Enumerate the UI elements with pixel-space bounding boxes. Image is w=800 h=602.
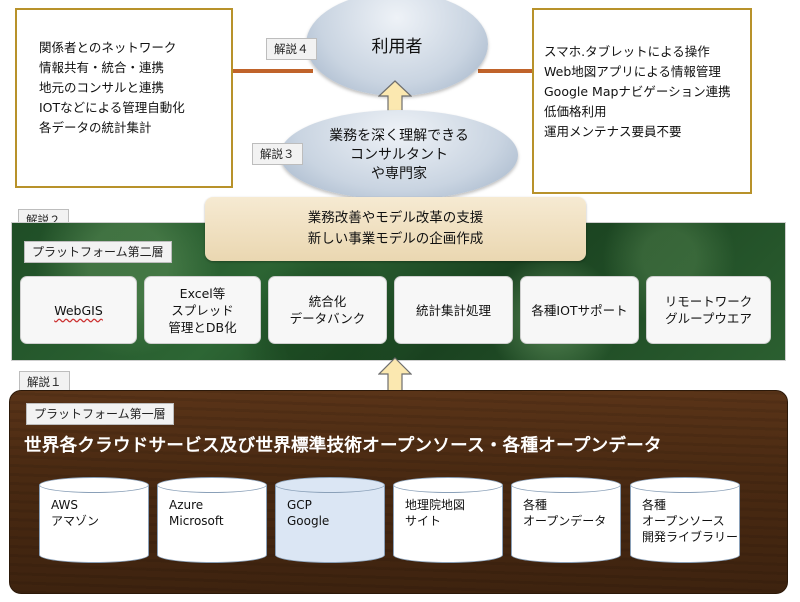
- support-line: 業務改善やモデル改革の支援: [307, 210, 484, 226]
- database-aws: AWS アマゾン: [39, 477, 149, 563]
- consultants-label: 業務を深く理解できる コンサルタント や専門家: [329, 127, 469, 182]
- explanation-tag-4: 解説４: [266, 38, 317, 60]
- tool-webgis: WebGIS: [20, 276, 137, 344]
- database-azure: Azure Microsoft: [157, 477, 267, 563]
- platform-layer2-title: プラットフォーム第二層: [24, 241, 172, 263]
- left-note-line: 各データの統計集計: [39, 120, 152, 135]
- database-lid: [511, 477, 621, 493]
- database-lid: [39, 477, 149, 493]
- database-label: 地理院地図 サイト: [405, 498, 466, 528]
- tool-label: WebGIS: [54, 302, 103, 318]
- users-label: 利用者: [371, 36, 423, 57]
- left-note-box: 関係者とのネットワーク 情報共有・統合・連携 地元のコンサルと連携 IOTなどに…: [15, 8, 233, 188]
- platform-layer1-title: プラットフォーム第一層: [26, 403, 174, 425]
- database-lid: [157, 477, 267, 493]
- database-body: [275, 485, 385, 555]
- database-label: Azure Microsoft: [169, 498, 224, 528]
- tool-label: リモートワーク グループウエア: [664, 294, 753, 326]
- users-ellipse: 利用者: [306, 0, 488, 96]
- tool-statistics: 統計集計処理: [394, 276, 513, 344]
- support-line: 新しい事業モデルの企画作成: [307, 231, 484, 247]
- left-note-line: IOTなどによる管理自動化: [39, 100, 185, 115]
- tool-databank: 統合化 データバンク: [268, 276, 387, 344]
- database-label: 各種 オープンソース 開発ライブラリー: [642, 498, 739, 544]
- database-label: 各種 オープンデータ: [523, 498, 607, 528]
- right-note-line: 運用メンテナス要員不要: [544, 124, 682, 139]
- database-gcp: GCP Google: [275, 477, 385, 563]
- database-gsi-map: 地理院地図 サイト: [393, 477, 503, 563]
- tool-label: 統合化 データバンク: [289, 294, 366, 326]
- left-note-line: 関係者とのネットワーク: [39, 40, 177, 55]
- tool-label: 各種IOTサポート: [531, 302, 628, 318]
- database-body: [393, 485, 503, 555]
- database-label: GCP Google: [287, 498, 330, 528]
- database-open-data: 各種 オープンデータ: [511, 477, 621, 563]
- database-body: [39, 485, 149, 555]
- tool-excel: Excel等 スプレッド 管理とDB化: [144, 276, 261, 344]
- tool-label: 統計集計処理: [415, 302, 491, 318]
- tool-label: Excel等 スプレッド 管理とDB化: [168, 285, 237, 335]
- right-note-line: Web地図アプリによる情報管理: [544, 64, 721, 79]
- explanation-tag-3: 解説３: [252, 143, 303, 165]
- right-note-line: 低価格利用: [544, 104, 607, 119]
- up-arrow-top: [378, 80, 412, 112]
- database-lid: [275, 477, 385, 493]
- database-lid: [393, 477, 503, 493]
- layer1-headline: 世界各クラウドサービス及び世界標準技術オープンソース・各種オープンデータ: [24, 436, 662, 456]
- right-note-line: スマホ.タブレットによる操作: [544, 44, 710, 59]
- support-box: 業務改善やモデル改革の支援 新しい事業モデルの企画作成: [205, 197, 586, 261]
- right-connector: [478, 69, 532, 73]
- left-note-line: 地元のコンサルと連携: [39, 80, 165, 95]
- right-note-box: スマホ.タブレットによる操作 Web地図アプリによる情報管理 Google Ma…: [532, 8, 752, 194]
- database-lid: [630, 477, 740, 493]
- right-note-line: Google Mapナビゲーション連携: [544, 84, 731, 99]
- consultants-ellipse: 業務を深く理解できる コンサルタント や専門家: [280, 110, 518, 200]
- database-open-source: 各種 オープンソース 開発ライブラリー: [630, 477, 740, 563]
- database-body: [157, 485, 267, 555]
- database-body: [511, 485, 621, 555]
- tool-remote-work: リモートワーク グループウエア: [646, 276, 771, 344]
- database-label: AWS アマゾン: [51, 498, 100, 528]
- left-connector: [233, 69, 313, 73]
- database-body: [630, 485, 740, 555]
- tool-iot-support: 各種IOTサポート: [520, 276, 639, 344]
- left-note-line: 情報共有・統合・連携: [39, 60, 165, 75]
